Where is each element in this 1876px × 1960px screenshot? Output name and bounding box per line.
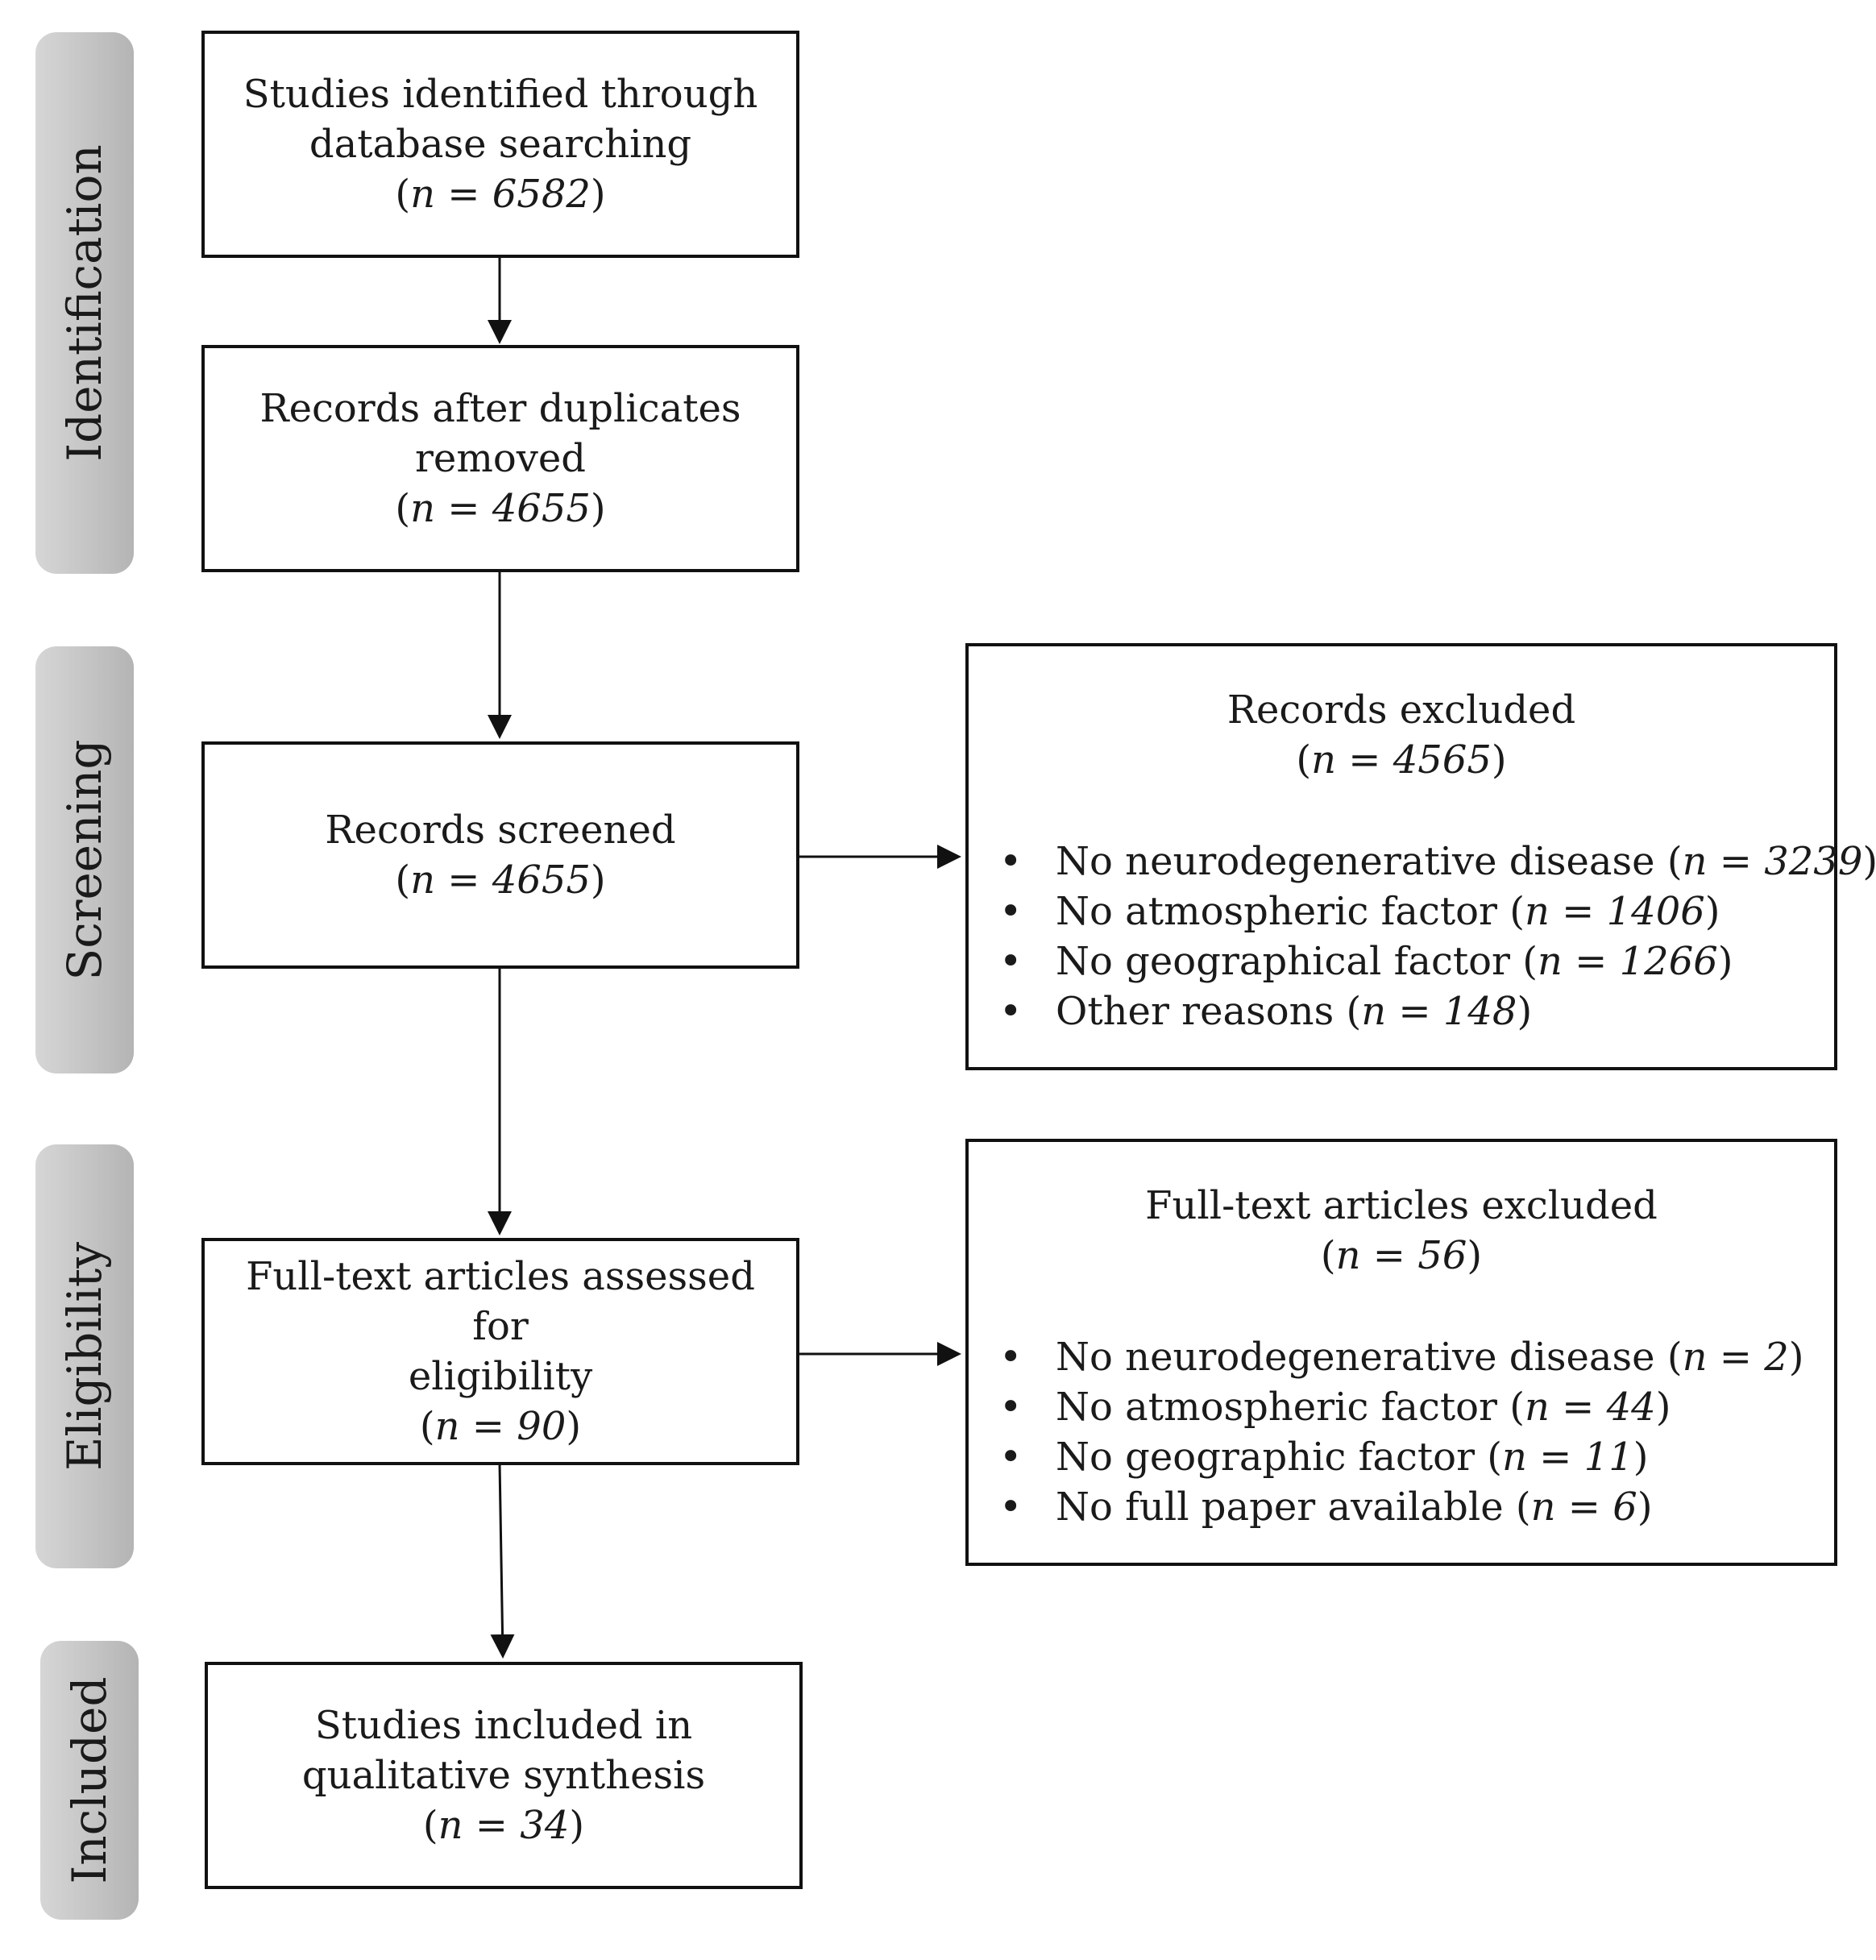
box-fulltext-count: (n = 90) (419, 1404, 582, 1449)
list-item: No geographic factor (n = 11) (969, 1432, 1834, 1482)
box-included: Studies included in qualitative synthesi… (205, 1662, 803, 1889)
box-identified-count: (n = 6582) (395, 172, 606, 217)
box-screened-line1: Records screened (325, 808, 676, 853)
records-excluded-title: Records excluded (1226, 687, 1576, 733)
box-fulltext-line1: Full-text articles assessed for (246, 1254, 755, 1349)
box-fulltext-line2: eligibility (408, 1354, 593, 1399)
list-item: No atmospheric factor (n = 1406) (969, 887, 1834, 936)
box-deduplicated-count: (n = 4655) (395, 486, 606, 531)
phase-eligibility: Eligibility (35, 1144, 134, 1568)
list-item: No full paper available (n = 6) (969, 1482, 1834, 1532)
records-excluded-count: (n = 4565) (1296, 737, 1507, 783)
box-fulltext: Full-text articles assessed for eligibil… (201, 1238, 799, 1465)
box-fulltext-excluded: Full-text articles excluded (n = 56) No … (965, 1139, 1837, 1566)
list-item: No neurodegenerative disease (n = 2) (969, 1332, 1834, 1382)
phase-screening: Screening (35, 646, 134, 1073)
box-identified-line1: Studies identified through (243, 72, 758, 117)
box-deduplicated-line2: removed (414, 436, 586, 481)
box-identified: Studies identified through database sear… (201, 31, 799, 258)
phase-identification: Identification (35, 32, 134, 574)
fulltext-excluded-title: Full-text articles excluded (1145, 1183, 1658, 1228)
list-item: Other reasons (n = 148) (969, 986, 1834, 1036)
box-identified-line2: database searching (309, 122, 692, 167)
arrow-fulltext-to-included (490, 1462, 515, 1659)
box-included-line2: qualitative synthesis (301, 1753, 706, 1798)
box-screened: Records screened (n = 4655) (201, 741, 799, 969)
phase-included: Included (40, 1641, 139, 1920)
box-included-count: (n = 34) (422, 1803, 585, 1848)
box-records-excluded: Records excluded (n = 4565) No neurodege… (965, 643, 1876, 1070)
list-item: No atmospheric factor (n = 44) (969, 1382, 1834, 1432)
fulltext-excluded-count: (n = 56) (1320, 1233, 1483, 1278)
list-item: No geographical factor (n = 1266) (969, 936, 1834, 986)
box-deduplicated-line1: Records after duplicates (259, 386, 741, 431)
fulltext-excluded-reasons: No neurodegenerative disease (n = 2) No … (969, 1332, 1834, 1532)
box-deduplicated: Records after duplicates removed (n = 46… (201, 345, 799, 572)
list-item: No neurodegenerative disease (n = 3239) (969, 837, 1876, 887)
box-screened-count: (n = 4655) (395, 858, 606, 903)
box-included-line1: Studies included in (314, 1703, 693, 1748)
records-excluded-reasons: No neurodegenerative disease (n = 3239) … (969, 837, 1876, 1036)
